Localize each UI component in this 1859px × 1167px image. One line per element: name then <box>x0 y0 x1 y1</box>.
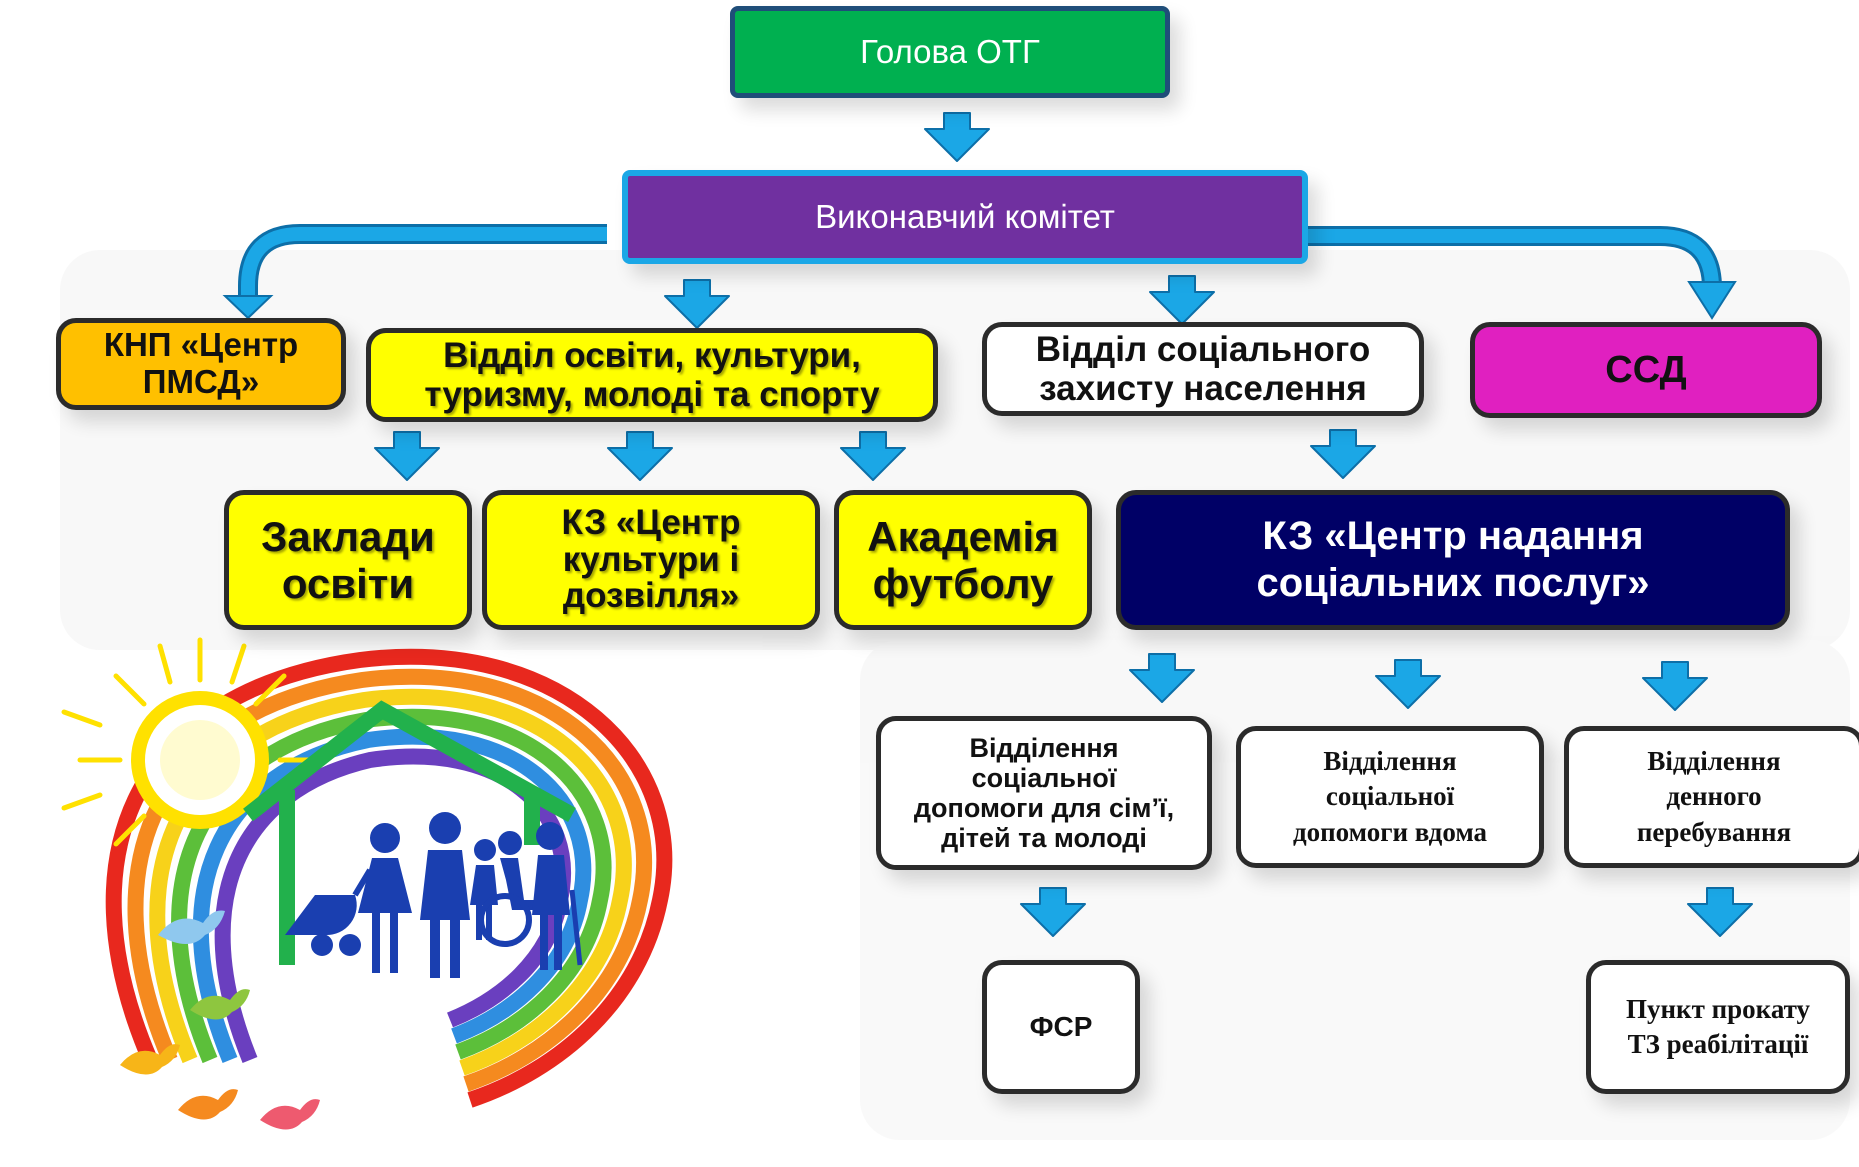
social-protection-department-label: Відділ соціального захисту населення <box>1035 329 1371 408</box>
head-otg-label: Голова ОТГ <box>860 32 1040 70</box>
home-assistance-unit-box: Відділення соціальної допомоги вдома <box>1236 726 1544 868</box>
house-icon <box>243 700 576 965</box>
sun-icon <box>61 637 315 847</box>
social-services-center-label: КЗ «Центр надання соціальних послуг» <box>1256 513 1650 605</box>
fsr-label: ФСР <box>1029 1011 1093 1043</box>
fsr-box: ФСР <box>982 960 1140 1094</box>
ssd-box: ССД <box>1470 322 1822 418</box>
family-assistance-unit-label: Відділення соціальної допомоги для сім’ї… <box>913 732 1175 854</box>
head-otg-box: Голова ОТГ <box>730 6 1170 98</box>
culture-center-label: КЗ «Центр культури і дозвілля» <box>561 502 741 616</box>
social-services-center-box: КЗ «Центр надання соціальних послуг» <box>1116 490 1790 630</box>
schools-label: Заклади освіти <box>261 512 435 607</box>
family-assistance-unit-box: Відділення соціальної допомоги для сім’ї… <box>876 716 1212 870</box>
knp-pmsd-label: КНП «Центр ПМСД» <box>103 326 299 400</box>
bird-icon <box>120 910 320 1130</box>
connector-left <box>222 224 607 320</box>
football-academy-label: Академія футболу <box>867 512 1059 607</box>
knp-pmsd-box: КНП «Центр ПМСД» <box>56 318 346 410</box>
rehab-rental-point-label: Пункт прокату ТЗ реабілітації <box>1625 993 1811 1059</box>
culture-center-box: КЗ «Центр культури і дозвілля» <box>482 490 820 630</box>
executive-committee-box: Виконавчий комітет <box>622 170 1308 264</box>
social-protection-department-box: Відділ соціального захисту населення <box>982 322 1424 416</box>
football-academy-box: Академія футболу <box>834 490 1092 630</box>
connector-right <box>1308 226 1737 320</box>
education-department-label: Відділ освіти, культури, туризму, молоді… <box>424 335 880 414</box>
education-department-box: Відділ освіти, культури, туризму, молоді… <box>366 328 938 422</box>
executive-committee-label: Виконавчий комітет <box>815 197 1115 235</box>
day-care-unit-box: Відділення денного перебування <box>1564 726 1859 868</box>
ssd-label: ССД <box>1605 348 1687 391</box>
rehab-rental-point-box: Пункт прокату ТЗ реабілітації <box>1586 960 1850 1094</box>
day-care-unit-label: Відділення денного перебування <box>1636 746 1792 847</box>
schools-box: Заклади освіти <box>224 490 472 630</box>
home-assistance-unit-label: Відділення соціальної допомоги вдома <box>1292 746 1488 847</box>
family-icon <box>285 812 583 978</box>
